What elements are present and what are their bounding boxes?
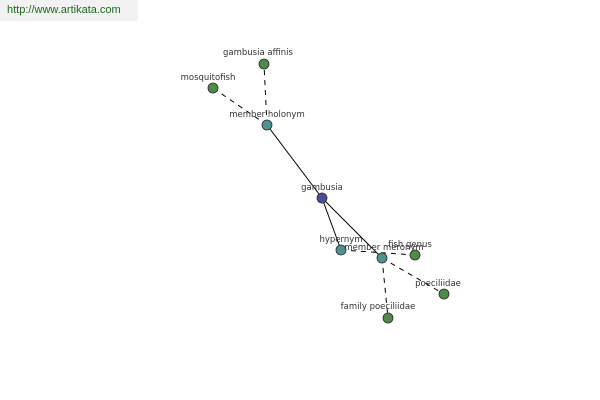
label-mosquitofish[interactable]: mosquitofish	[181, 73, 236, 83]
node-mosquitofish[interactable]	[207, 82, 219, 94]
label-family-poeciliidae[interactable]: family poeciliidae	[341, 302, 416, 312]
label-gambusia[interactable]: gambusia	[301, 183, 343, 193]
edge-member-meronym-family-poeciliidae	[381, 257, 389, 319]
node-poeciliidae[interactable]	[438, 288, 450, 300]
graph-edges	[212, 63, 445, 319]
edge-member-holonym-mosquitofish	[212, 87, 268, 126]
edge-gambusia-hypernym	[321, 197, 342, 251]
label-gambusia-affinis[interactable]: gambusia affinis	[223, 48, 294, 58]
node-fish-genus[interactable]	[409, 249, 421, 261]
edge-gambusia-member-holonym	[266, 124, 323, 199]
edge-member-meronym-poeciliidae	[381, 257, 445, 295]
label-hypernym[interactable]: hypernym	[319, 235, 362, 245]
edge-gambusia-member-meronym	[321, 197, 383, 259]
label-fish-genus[interactable]: fish genus	[388, 240, 432, 250]
label-member-meronym[interactable]: member meronym	[344, 243, 423, 253]
node-member-meronym[interactable]	[376, 252, 388, 264]
node-gambusia[interactable]	[316, 192, 328, 204]
label-poeciliidae[interactable]: poeciliidae	[415, 279, 461, 289]
node-gambusia-affinis[interactable]	[258, 58, 270, 70]
watermark-url[interactable]: http://www.artikata.com	[0, 0, 138, 21]
node-family-poeciliidae[interactable]	[382, 312, 394, 324]
node-member-holonym[interactable]	[261, 119, 273, 131]
edge-member-holonym-gambusia-affinis	[263, 63, 268, 126]
edge-hypernym-fish-genus	[340, 249, 416, 256]
node-hypernym[interactable]	[335, 244, 347, 256]
graph-nodes	[207, 58, 450, 324]
label-member-holonym[interactable]: member holonym	[229, 110, 304, 120]
